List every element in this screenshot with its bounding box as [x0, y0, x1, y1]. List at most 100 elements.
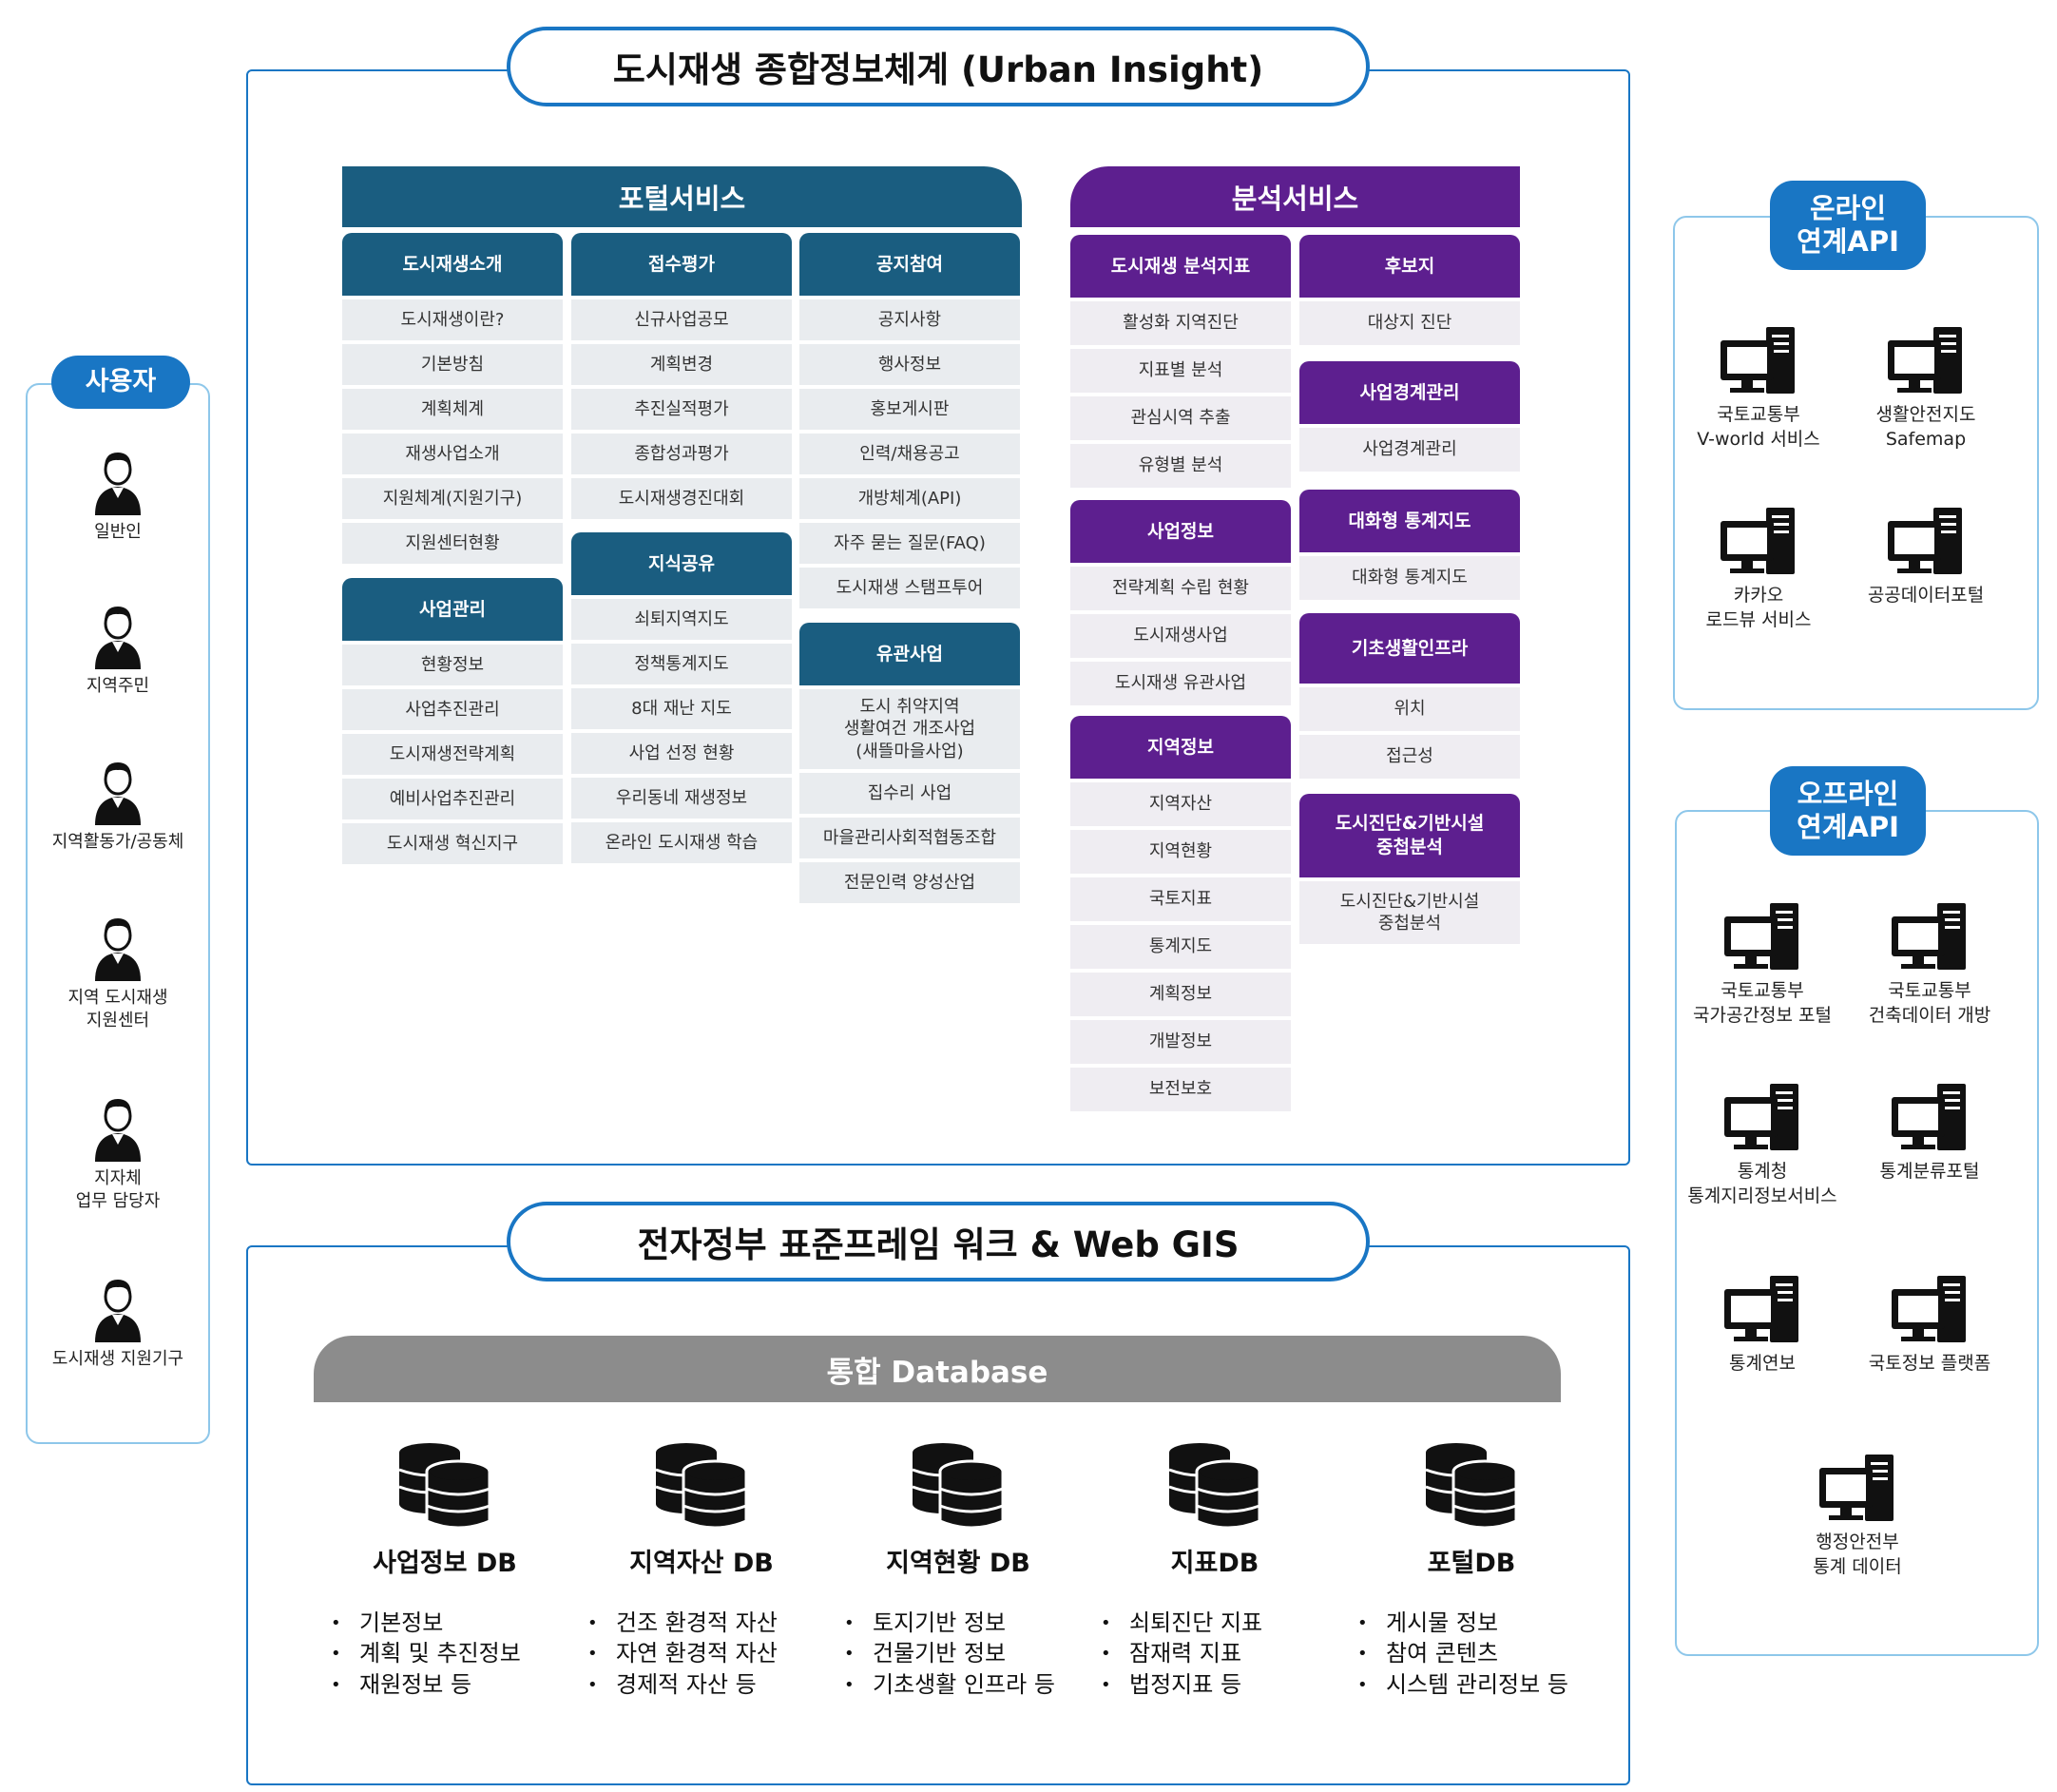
menu-item[interactable]: 계획정보 [1070, 973, 1291, 1016]
online-api-badge: 온라인 연계API [1770, 181, 1926, 270]
computer-icon [1835, 1274, 2025, 1344]
menu-item[interactable]: 도시재생 스탬프투어 [799, 568, 1020, 608]
database-item: 게시물 정보 [1357, 1608, 1595, 1638]
menu-item[interactable]: 행사정보 [799, 344, 1020, 385]
menu-item[interactable]: 지원센터현황 [342, 523, 563, 564]
menu-item[interactable]: 도시진단&기반시설 중첩분석 [1299, 881, 1520, 944]
menu-item[interactable]: 홍보게시판 [799, 389, 1020, 430]
menu-item[interactable]: 마을관리사회적협동조합 [799, 818, 1020, 858]
menu-item[interactable]: 활성화 지역진단 [1070, 301, 1291, 345]
person-icon [28, 447, 208, 515]
linked-service[interactable]: 행정안전부 통계 데이터 [1762, 1453, 1952, 1579]
linked-service[interactable]: 생활안전지도 Safemap [1831, 325, 2021, 452]
users-badge: 사용자 [51, 356, 190, 409]
service-label: 국토교통부 V-world 서비스 [1697, 404, 1820, 450]
menu-item[interactable]: 도시재생경진대회 [571, 478, 792, 519]
menu-item[interactable]: 국토지표 [1070, 877, 1291, 921]
menu-item[interactable]: 온라인 도시재생 학습 [571, 822, 792, 863]
linked-service[interactable]: 통계청 통계지리정보서비스 [1667, 1082, 1857, 1208]
menu-item[interactable]: 계획체계 [342, 389, 563, 430]
linked-service[interactable]: 국토교통부 건축데이터 개방 [1835, 901, 2025, 1028]
linked-service[interactable]: 국토정보 플랫폼 [1835, 1274, 2025, 1377]
database-item: 자연 환경적 자산 [587, 1638, 825, 1668]
menu-item[interactable]: 지역자산 [1070, 782, 1291, 826]
menu-item[interactable]: 계획변경 [571, 344, 792, 385]
linked-service[interactable]: 통계분류포털 [1835, 1082, 2025, 1185]
analysis-candidate-column: 후보지 대상지 진단 [1299, 235, 1520, 349]
menu-item[interactable]: 개발정보 [1070, 1020, 1291, 1064]
menu-item[interactable]: 지표별 분석 [1070, 349, 1291, 393]
menu-item[interactable]: 위치 [1299, 687, 1520, 731]
database-icon [321, 1441, 568, 1532]
database-item: 건물기반 정보 [844, 1638, 1082, 1668]
menu-item[interactable]: 쇠퇴지역지도 [571, 599, 792, 640]
menu-item[interactable]: 도시재생 혁신지구 [342, 823, 563, 864]
linked-service[interactable]: 국토교통부 V-world 서비스 [1663, 325, 1854, 452]
database-item: 재원정보 등 [331, 1669, 568, 1700]
user-type: 지자체 업무 담당자 [28, 1093, 208, 1214]
menu-item[interactable]: 접근성 [1299, 735, 1520, 779]
menu-item[interactable]: 사업 선정 현황 [571, 733, 792, 774]
analysis-service-header: 분석서비스 [1070, 166, 1520, 227]
menu-item[interactable]: 지역현황 [1070, 830, 1291, 874]
menu-item[interactable]: 도시재생사업 [1070, 614, 1291, 658]
menu-item[interactable]: 대상지 진단 [1299, 301, 1520, 345]
menu-item[interactable]: 추진실적평가 [571, 389, 792, 430]
menu-item[interactable]: 전문인력 양성산업 [799, 862, 1020, 903]
computer-icon [1831, 506, 2021, 576]
portal-intro-header: 도시재생소개 [342, 233, 563, 296]
analysis-indicator-header: 도시재생 분석지표 [1070, 235, 1291, 298]
menu-item[interactable]: 도시재생이란? [342, 299, 563, 340]
menu-item[interactable]: 유형별 분석 [1070, 444, 1291, 488]
portal-service-header: 포털서비스 [342, 166, 1022, 227]
analysis-diagnosis-column: 도시진단&기반시설 중첩분석 도시진단&기반시설 중첩분석 [1299, 794, 1520, 948]
menu-item[interactable]: 인력/채용공고 [799, 434, 1020, 474]
menu-item[interactable]: 관심시역 추출 [1070, 396, 1291, 440]
menu-item[interactable]: 집수리 사업 [799, 773, 1020, 814]
database-item: 경제적 자산 등 [587, 1669, 825, 1700]
menu-item[interactable]: 종합성과평가 [571, 434, 792, 474]
menu-item[interactable]: 도시재생전략계획 [342, 734, 563, 775]
menu-item[interactable]: 8대 재난 지도 [571, 688, 792, 729]
service-label: 통계분류포털 [1879, 1161, 1980, 1182]
menu-item[interactable]: 현황정보 [342, 645, 563, 685]
database-block: 포털DB게시물 정보참여 콘텐츠시스템 관리정보 등 [1348, 1441, 1595, 1700]
menu-item[interactable]: 재생사업소개 [342, 434, 563, 474]
service-label: 카카오 로드뷰 서비스 [1705, 585, 1812, 630]
menu-item[interactable]: 개방체계(API) [799, 478, 1020, 519]
menu-item[interactable]: 기본방침 [342, 344, 563, 385]
menu-item[interactable]: 사업추진관리 [342, 689, 563, 730]
menu-item[interactable]: 전략계획 수립 현황 [1070, 567, 1291, 610]
user-label: 지자체 업무 담당자 [75, 1168, 161, 1212]
analysis-infra-header: 기초생활인프라 [1299, 613, 1520, 684]
menu-item[interactable]: 사업경계관리 [1299, 428, 1520, 472]
user-type: 지역 도시재생 지원센터 [28, 913, 208, 1033]
computer-icon [1835, 901, 2025, 972]
menu-item[interactable]: 우리동네 재생정보 [571, 778, 792, 819]
menu-item[interactable]: 정책통계지도 [571, 644, 792, 684]
linked-service[interactable]: 통계연보 [1667, 1274, 1857, 1377]
database-items: 토지기반 정보건물기반 정보기초생활 인프라 등 [835, 1608, 1082, 1700]
integrated-database-header: 통합 Database [314, 1336, 1561, 1402]
service-label: 행정안전부 통계 데이터 [1813, 1532, 1902, 1577]
menu-item[interactable]: 도시재생 유관사업 [1070, 662, 1291, 705]
linked-service[interactable]: 국토교통부 국가공간정보 포털 [1667, 901, 1857, 1028]
urban-insight-title: 도시재생 종합정보체계 (Urban Insight) [507, 27, 1370, 106]
menu-item[interactable]: 예비사업추진관리 [342, 779, 563, 819]
menu-item[interactable]: 보전보호 [1070, 1068, 1291, 1111]
linked-service[interactable]: 공공데이터포털 [1831, 506, 2021, 608]
menu-item[interactable]: 도시 취약지역 생활여건 개조사업 (새뜰마을사업) [799, 689, 1020, 769]
menu-item[interactable]: 신규사업공모 [571, 299, 792, 340]
database-icon [578, 1441, 825, 1532]
menu-item[interactable]: 지원체계(지원기구) [342, 478, 563, 519]
linked-service[interactable]: 카카오 로드뷰 서비스 [1663, 506, 1854, 632]
menu-item[interactable]: 통계지도 [1070, 925, 1291, 969]
menu-item[interactable]: 공지사항 [799, 299, 1020, 340]
menu-item[interactable]: 자주 묻는 질문(FAQ) [799, 523, 1020, 564]
menu-item[interactable]: 대화형 통계지도 [1299, 556, 1520, 600]
user-type: 도시재생 지원기구 [28, 1274, 208, 1371]
